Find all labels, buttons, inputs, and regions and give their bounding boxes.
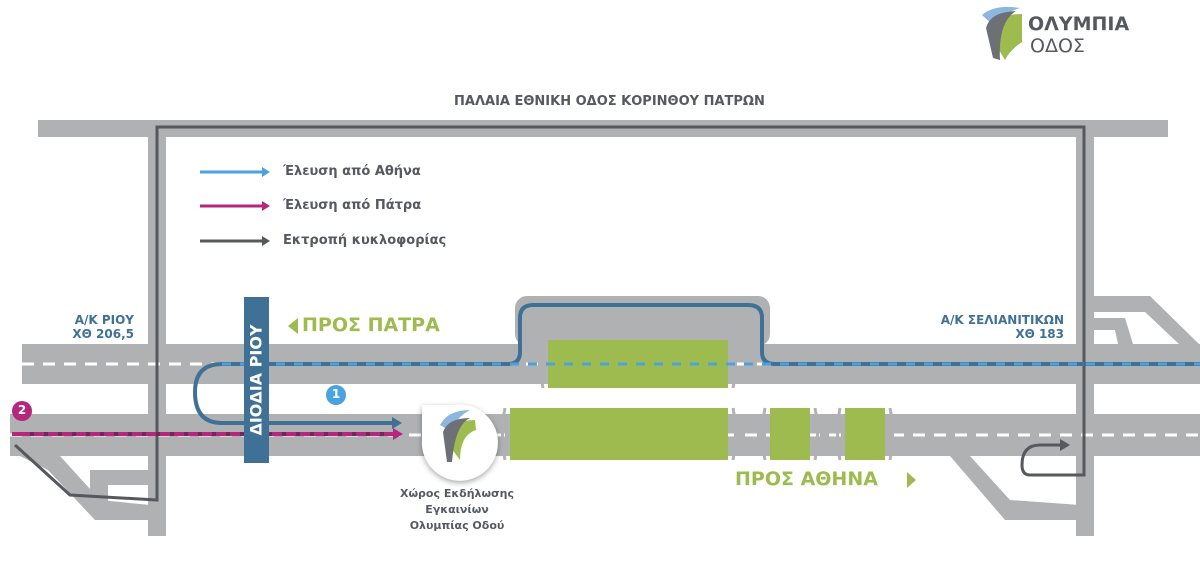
venue-line1: Χώρος Εκδήλωσης bbox=[400, 487, 514, 500]
toll-booth bbox=[244, 297, 269, 463]
legend-patra: Έλευση από Πάτρα bbox=[283, 198, 422, 213]
legend-lines bbox=[200, 167, 270, 246]
marker-1-label: 1 bbox=[331, 387, 341, 401]
right-upper-ramp bbox=[1090, 296, 1200, 345]
venue-line2: Εγκαινίων bbox=[425, 503, 489, 516]
detour-route bbox=[13, 125, 1086, 502]
venue-logo-icon bbox=[421, 404, 498, 481]
interchange-selianitika-km: ΧΘ 183 bbox=[1015, 327, 1064, 341]
marker-2-label: 2 bbox=[17, 403, 27, 417]
toll-label: ΔΙΟΔΙΑ ΡΙΟΥ bbox=[246, 324, 266, 436]
to-athens-label: ΠΡΟΣ ΑΘΗΝΑ bbox=[735, 468, 878, 490]
interchange-selianitika-name: Α/Κ ΣΕΛΙΑΝΙΤΙΚΩΝ bbox=[940, 313, 1064, 327]
olympia-odos-logo-icon bbox=[982, 6, 1022, 60]
venue-line3: Ολυμπίας Οδού bbox=[409, 519, 505, 532]
left-ramp bbox=[20, 456, 150, 520]
athens-arrow-icon bbox=[392, 417, 402, 429]
interchange-rio-name: Α/Κ ΡΙΟΥ bbox=[74, 313, 134, 327]
marker-1 bbox=[326, 385, 346, 405]
right-upper-loop bbox=[1094, 318, 1133, 344]
patra-arrow-icon bbox=[393, 428, 403, 440]
interchange-selianitika: Α/Κ ΣΕΛΙΑΝΙΤΙΚΩΝ ΧΘ 183 bbox=[900, 313, 1064, 341]
interchange-rio: Α/Κ ΡΙΟΥ ΧΘ 206,5 bbox=[60, 313, 134, 341]
venue-label: Χώρος Εκδήλωσης Εγκαινίων Ολυμπίας Οδού bbox=[382, 486, 532, 534]
interchange-rio-km: ΧΘ 206,5 bbox=[72, 327, 134, 341]
legend-detour: Εκτροπή κυκλοφορίας bbox=[283, 233, 447, 248]
to-patra-arrow-icon bbox=[288, 318, 298, 334]
logo-line1: ΟΛΥΜΠΙΑ bbox=[1028, 13, 1130, 35]
upper-bypass bbox=[515, 296, 770, 346]
logo-line2: ΟΔΟΣ bbox=[1030, 35, 1085, 57]
zone-brackets bbox=[501, 339, 894, 461]
marker-2 bbox=[12, 401, 32, 421]
to-athens-arrow-icon bbox=[907, 472, 916, 488]
detour-arrow-icon bbox=[1060, 439, 1070, 451]
to-patra-label: ΠΡΟΣ ΠΑΤΡΑ bbox=[302, 314, 440, 336]
right-lower-ramp bbox=[950, 456, 1080, 520]
athens-route bbox=[192, 303, 1200, 425]
old-road-title: ΠΑΛΑΙΑ ΕΘΝΙΚΗ ΟΔΟΣ ΚΟΡΙΝΘΟΥ ΠΑΤΡΩΝ bbox=[454, 94, 765, 109]
legend-athens: Έλευση από Αθήνα bbox=[283, 164, 421, 179]
